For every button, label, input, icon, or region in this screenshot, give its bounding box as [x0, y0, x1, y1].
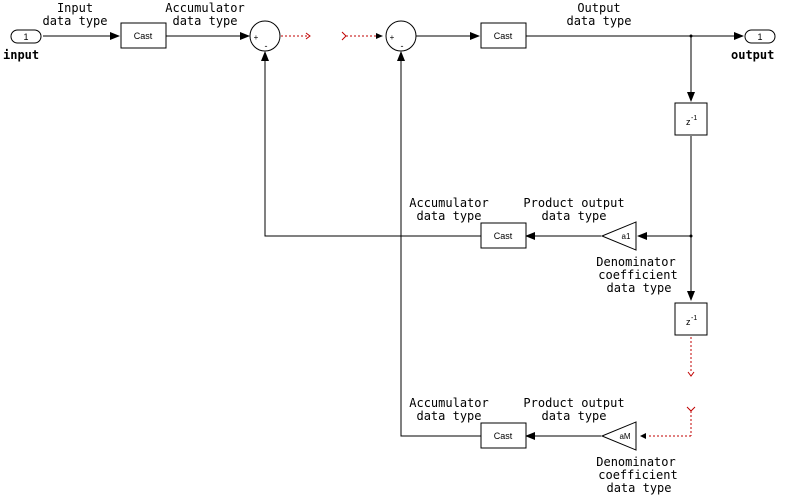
- wire-feedback-to-sum1: [261, 51, 481, 237]
- continuation-lines: [281, 31, 696, 439]
- cast-block-label: Cast: [494, 431, 513, 441]
- cast-block-label: Cast: [494, 231, 513, 241]
- sum-minus-sign: -: [401, 41, 404, 51]
- prod-type-mid-line2: data type: [541, 209, 606, 223]
- denom-type-mid-line2: coefficient: [598, 268, 677, 282]
- cast-block-label: Cast: [134, 31, 153, 41]
- dashed-arrow: [305, 32, 311, 40]
- delay-exponent: -1: [691, 115, 697, 122]
- sum-block-2[interactable]: + -: [385, 20, 417, 52]
- denom-type-mid-line3: data type: [606, 281, 671, 295]
- cast-block-feedback-1[interactable]: Cast: [480, 222, 527, 249]
- prod-type-bot-line2: data type: [541, 409, 606, 423]
- delay-label: z: [686, 317, 691, 327]
- gain-label: aM: [619, 432, 630, 441]
- dashed-arrow: [686, 406, 696, 412]
- input-port-number: 1: [23, 32, 28, 42]
- acc-type-mid-line2: data type: [416, 209, 481, 223]
- dashed-arrow: [376, 33, 383, 39]
- junction-dot: [689, 34, 693, 38]
- input-port-label: input: [3, 48, 39, 62]
- prod-type-bot-line1: Product output: [523, 396, 624, 410]
- junction-dot: [689, 234, 693, 238]
- cast-block-input[interactable]: Cast: [120, 22, 167, 49]
- dashed-arrow: [341, 31, 347, 41]
- delay-block-2[interactable]: z -1: [674, 302, 708, 336]
- output-type-line1: Output: [577, 1, 620, 15]
- delay-label: z: [686, 117, 691, 127]
- denom-type-mid-line1: Denominator: [596, 255, 675, 269]
- denom-type-bot-line2: coefficient: [598, 468, 677, 482]
- acc-type-mid-line1: Accumulator: [409, 196, 488, 210]
- sum-minus-sign: -: [265, 41, 268, 51]
- gain-label: a1: [622, 232, 631, 241]
- cast-block-label: Cast: [494, 31, 513, 41]
- acc-type-bot-line2: data type: [416, 409, 481, 423]
- input-type-label-line2: data type: [42, 14, 107, 28]
- output-port[interactable]: 1: [744, 29, 776, 44]
- output-type-line2: data type: [566, 14, 631, 28]
- input-type-label-line1: Input: [57, 1, 93, 15]
- gain-block-a1[interactable]: a1: [600, 221, 637, 251]
- delay-exponent: -1: [691, 315, 697, 322]
- sum-plus-sign: +: [390, 33, 395, 42]
- prod-type-mid-line1: Product output: [523, 196, 624, 210]
- cast-block-feedback-m[interactable]: Cast: [480, 422, 527, 449]
- acc-type-bot-line1: Accumulator: [409, 396, 488, 410]
- wire-feedback-to-sum2: [397, 51, 481, 437]
- delay-block-1[interactable]: z -1: [674, 102, 708, 136]
- sum-plus-sign: +: [254, 33, 259, 42]
- sum-block-1[interactable]: + -: [249, 20, 281, 52]
- denom-type-bot-line1: Denominator: [596, 455, 675, 469]
- output-port-label: output: [731, 48, 774, 62]
- cast-block-output[interactable]: Cast: [480, 22, 527, 49]
- acc-type-top-line2: data type: [172, 14, 237, 28]
- gain-block-am[interactable]: aM: [600, 421, 637, 451]
- acc-type-top-line1: Accumulator: [165, 1, 244, 15]
- dashed-arrow: [640, 433, 646, 439]
- dashed-arrow: [687, 371, 695, 377]
- output-port-number: 1: [757, 32, 762, 42]
- denom-type-bot-line3: data type: [606, 481, 671, 495]
- signal-wires: [43, 32, 744, 440]
- input-port[interactable]: 1: [10, 29, 42, 44]
